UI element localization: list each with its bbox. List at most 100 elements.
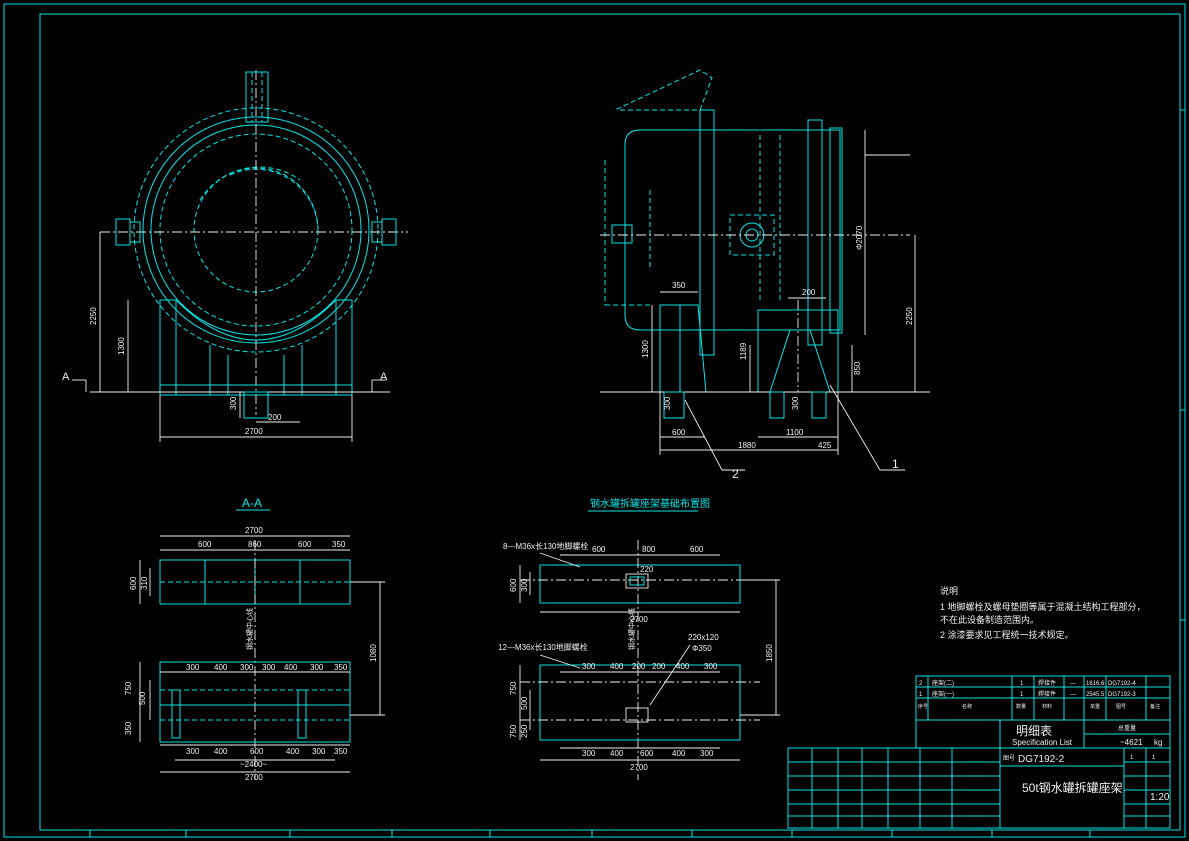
fp-top-side: 600 — [509, 578, 518, 592]
bom-header-qty: 数量 — [1016, 703, 1026, 710]
side-dim-top-right: 200 — [802, 288, 816, 297]
aa-bottom-dim-top-7: 350 — [334, 663, 348, 672]
bom-row-1-name: 座架(二) — [932, 679, 954, 687]
fp-bottom-dim-bot-1: 300 — [582, 749, 596, 758]
fp-hole-note-2: Φ350 — [692, 644, 712, 653]
fp-bottom-side-bot: 750 — [509, 724, 518, 738]
side-dim-foot-h-left: 300 — [663, 396, 672, 410]
side-dim-height-left: 1300 — [641, 340, 650, 358]
section-aa-title: A-A — [242, 496, 262, 510]
foundation-bolt-note-bottom: 12—M36x长130地脚螺栓 — [498, 642, 588, 652]
bom-header-remark: 备注 — [1150, 703, 1160, 710]
fp-bottom-total: 2700 — [630, 763, 648, 772]
fp-bottom-dim-top-4: 200 — [652, 662, 666, 671]
callout-1: 1 — [892, 457, 899, 471]
frame-ticks — [89, 109, 1185, 837]
aa-bottom-dim-top-4: 300 — [262, 663, 276, 672]
fp-bottom-dim-bot-3: 600 — [640, 749, 654, 758]
bom-header-material: 材料 — [1042, 703, 1052, 710]
aa-bottom-dim-bot-1: 300 — [186, 747, 200, 756]
side-view — [600, 69, 930, 471]
fp-bottom-dim-top-1: 300 — [582, 662, 596, 671]
fp-bottom-dim-top-3: 200 — [632, 662, 646, 671]
aa-bottom-dim-bot-4: 400 — [286, 747, 300, 756]
fp-top-center: 220 — [640, 565, 654, 574]
aa-bottom-side-bot: 350 — [124, 721, 133, 735]
fp-bottom-dim-top-6: 300 — [704, 662, 718, 671]
foundation-bolt-note-top: 8—M36x长130地脚螺栓 — [503, 541, 588, 551]
bom-row-2-drawing: DG7192-3 — [1108, 692, 1136, 698]
aa-bottom-total: 2700 — [245, 773, 263, 782]
aa-bottom-dim-bot-3: 600 — [250, 747, 264, 756]
side-dim-foot-h-right: 300 — [791, 396, 800, 410]
side-dim-bottom-total: 1880 — [738, 441, 756, 450]
aa-bottom-dim-bot-2: 400 — [214, 747, 228, 756]
drawing-no: DG7192-2 — [1018, 754, 1065, 765]
fp-top-dim-2: 800 — [642, 545, 656, 554]
bom-row-1-drawing: DG7192-4 — [1108, 681, 1136, 687]
fp-bottom-dim-bot-5: 300 — [700, 749, 714, 758]
sheet: 1 — [1130, 755, 1134, 761]
front-dim-foot-h: 300 — [229, 396, 238, 410]
aa-bottom-side-mid: 500 — [138, 691, 147, 705]
aa-bottom-dim-top-6: 300 — [310, 663, 324, 672]
aa-bottom-inner: ~2400~ — [240, 760, 267, 769]
total-weight-label: 总重量 — [1118, 724, 1136, 732]
front-dim-height-total: 2250 — [89, 307, 98, 325]
scale: 1:20 — [1150, 792, 1170, 803]
sheets: 1 — [1152, 755, 1156, 761]
side-dim-bottom-left: 600 — [672, 428, 686, 437]
aa-top-side-2: 310 — [140, 576, 149, 590]
part-name: 50t钢水罐拆罐座架 — [1022, 780, 1123, 795]
aa-bottom-dim-top-1: 300 — [186, 663, 200, 672]
side-dim-top-left: 350 — [672, 281, 686, 290]
fp-top-dim-3: 600 — [690, 545, 704, 554]
fp-bottom-side-bot-2: 250 — [520, 724, 529, 738]
foundation-drawing — [519, 540, 780, 780]
bom-row-1-qty: 1 — [1020, 681, 1024, 687]
aa-top-dim-3: 600 — [298, 540, 312, 549]
side-dim-height-mid: 1189 — [739, 342, 748, 360]
bom-row-1-dash: — — [1070, 681, 1076, 687]
aa-bottom-side-top: 750 — [124, 681, 133, 695]
section-mark-left: A — [62, 371, 70, 383]
front-dim-width: 2700 — [245, 427, 263, 436]
side-dim-height-right: 850 — [853, 361, 862, 375]
aa-top-dim-4: 350 — [332, 540, 346, 549]
fp-center-label: 钢水罐中心线 — [627, 608, 636, 650]
aa-bottom-dim-top-2: 400 — [214, 663, 228, 672]
aa-bottom-dim-bot-5: 300 — [312, 747, 326, 756]
aa-gap-dim: 1080 — [369, 644, 378, 662]
fp-bottom-dim-top-5: 400 — [676, 662, 690, 671]
aa-bottom-dim-top-3: 300 — [240, 663, 254, 672]
bom-row-2-name: 座架(一) — [932, 690, 954, 698]
bom-row-2-no: 1 — [919, 692, 923, 698]
fp-hole-note-1: 220x120 — [688, 633, 719, 642]
bom-row-1-no: 2 — [919, 681, 923, 687]
side-dim-height-total: 2250 — [905, 307, 914, 325]
front-dim-foot: 200 — [268, 413, 282, 422]
fp-top-total: 2700 — [630, 615, 648, 624]
section-aa-drawing — [139, 535, 385, 780]
drawing-no-label: 图号 — [1003, 755, 1015, 762]
side-dim-bottom-right: 425 — [818, 441, 832, 450]
spec-title: 明细表 — [1016, 724, 1052, 738]
fp-top-side-2: 300 — [520, 578, 529, 592]
bom-row-1-weight: 1616.6 — [1086, 681, 1105, 687]
bom-header-weight: 单重 — [1090, 703, 1100, 710]
bom-header-no: 序号 — [918, 703, 928, 710]
notes-line-2: 2 涂漆要求见工程统一技术规定。 — [940, 629, 1074, 640]
bom-table — [915, 675, 1171, 749]
aa-top-dim-2: 860 — [248, 540, 262, 549]
fp-top-dim-1: 600 — [592, 545, 606, 554]
fp-bottom-dim-bot-2: 400 — [610, 749, 624, 758]
bom-row-2-material: 焊接件 — [1038, 690, 1056, 698]
aa-top-dim-1: 600 — [198, 540, 212, 549]
foundation-title: 钢水罐拆罐座架基础布置图 — [590, 497, 710, 510]
spec-title-en: Specification List — [1012, 738, 1073, 747]
notes-line-1b: 不在此设备制造范围内。 — [940, 614, 1039, 625]
outer-frame — [3, 3, 1186, 838]
fp-bottom-dim-bot-4: 400 — [672, 749, 686, 758]
bom-row-1-material: 焊接件 — [1038, 679, 1056, 687]
